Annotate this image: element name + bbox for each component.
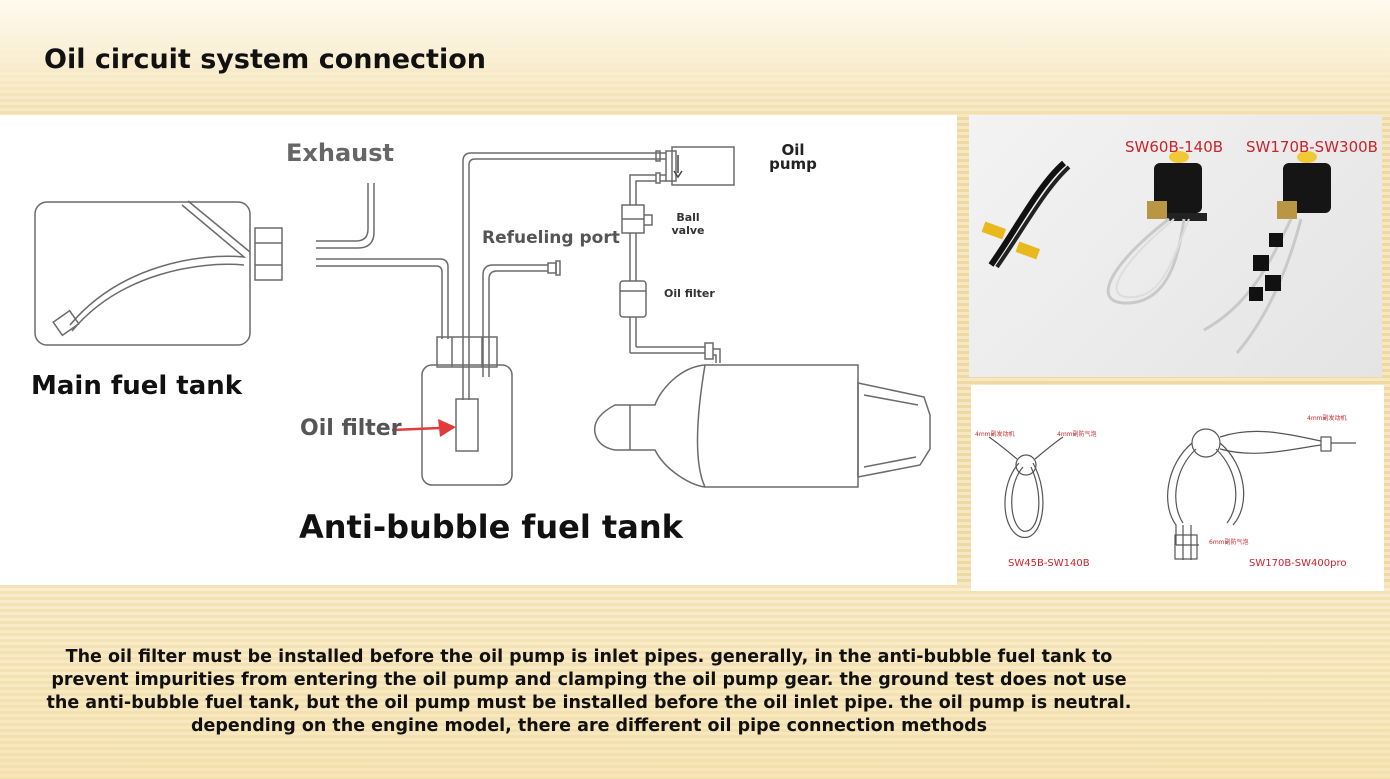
schematic-left-model: SW45B-SW140B: [1008, 558, 1090, 569]
anti-bubble-tank-shape: [421, 364, 513, 486]
ball-valve-label-line1: Ball: [676, 211, 700, 224]
pump-1-body: [1154, 163, 1202, 213]
exhaust-label: Exhaust: [286, 139, 394, 167]
pump-2-body: [1283, 163, 1331, 213]
schematic-left-tag-left: 4mm副发动机: [975, 431, 1015, 438]
anti-bubble-tank-label: Anti-bubble fuel tank: [299, 508, 683, 546]
ball-valve-label-line2: valve: [671, 224, 705, 237]
feed-line: [316, 258, 449, 339]
schematic-right-tag-top: 4mm副发动机: [1307, 415, 1347, 422]
main-tank-hose: [69, 204, 247, 326]
pump-cable: [988, 160, 1066, 267]
description-line-4: depending on the engine model, there are…: [190, 716, 988, 736]
oil-pump-label-line1: Oil: [781, 141, 805, 159]
hose-connection-schematic: 4mm副发动机 4mm副防气泡 SW45B-SW140B 4mm副发动机 6mm…: [971, 385, 1384, 591]
header-background: [0, 0, 1390, 115]
fuel-system-diagram: Exhaust Oil pump Refueling port Ball val…: [0, 115, 957, 585]
pump-2-hose: [1203, 218, 1303, 354]
engine-shape: [696, 364, 859, 488]
schematic-right-tag-mid: 6mm副防气泡: [1209, 539, 1249, 546]
pump-1-hose: [1106, 217, 1186, 305]
main-tank-pickup: [52, 309, 80, 337]
right-schematic-junction: [1191, 428, 1221, 458]
page-title: Oil circuit system connection: [44, 44, 486, 75]
main-fuel-tank-label: Main fuel tank: [31, 371, 243, 401]
inline-filter-shape: [619, 280, 647, 318]
inline-filter-label: Oil filter: [664, 287, 715, 300]
left-schematic-loop: [1004, 462, 1044, 538]
model-label-sw60b: SW60B-140B: [1125, 138, 1224, 156]
description-line-2: prevent impurities from entering the oil…: [51, 670, 1127, 690]
schematic-right-model: SW170B-SW400pro: [1249, 558, 1347, 569]
refuel-line: [482, 264, 548, 337]
ball-valve-label: Ball valve: [671, 211, 705, 237]
pump-supply-line: [462, 152, 660, 337]
description-line-1: The oil filter must be installed before …: [65, 647, 1113, 667]
connector-yellow-2: [1015, 241, 1041, 260]
anti-bubble-filter: [455, 398, 479, 452]
filter-arrow-head: [438, 419, 456, 437]
exhaust-pipe: [316, 183, 369, 242]
description-line-3: the anti-bubble fuel tank, but the oil p…: [46, 693, 1132, 713]
refueling-port-label: Refueling port: [482, 228, 620, 248]
model-label-sw170b: SW170B-SW300B: [1246, 138, 1378, 156]
oil-pump-label-line2: pump: [769, 155, 817, 173]
oil-pump-label: Oil pump: [768, 141, 818, 173]
footer-background: [0, 585, 1390, 779]
connector-yellow-1: [981, 221, 1007, 240]
main-fuel-tank-shape: [34, 201, 251, 346]
pump-product-photo: SW60B-140B SW170B-SW300B: [969, 115, 1382, 377]
description-text: The oil filter must be installed before …: [30, 646, 1148, 738]
oil-filter-label: Oil filter: [300, 416, 402, 441]
schematic-left-tag-right: 4mm副防气泡: [1057, 431, 1097, 438]
oil-pump-shape: [671, 146, 735, 186]
